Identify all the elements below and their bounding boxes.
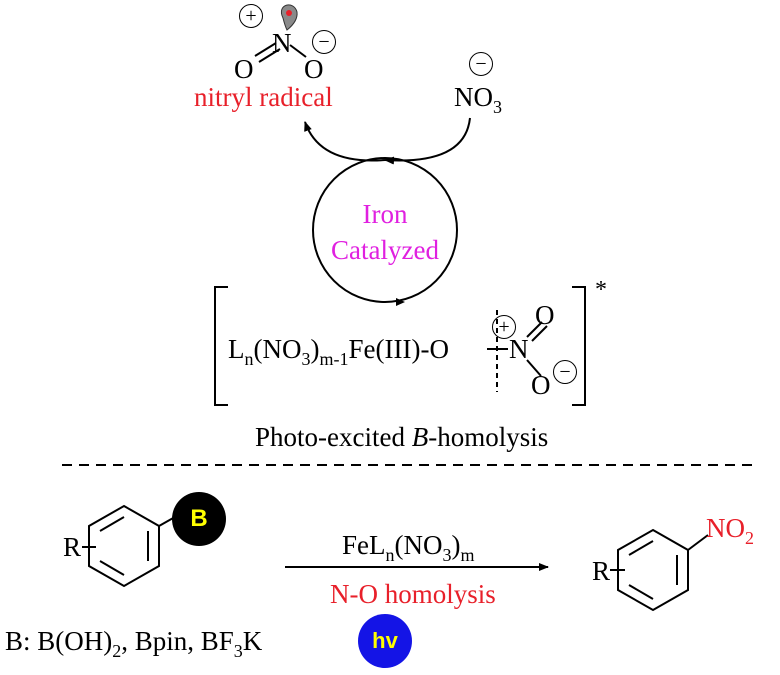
complex-no3-sub: 3 <box>301 349 311 369</box>
complex-n-atom: N <box>509 334 529 364</box>
reagent-3-sub: 3 <box>442 545 452 565</box>
catalysis-line-1: Iron <box>362 199 408 229</box>
complex-m1-sub: m-1 <box>319 349 349 369</box>
nitryl-bonds <box>254 42 307 63</box>
reagent-no3: (NO <box>394 530 443 560</box>
caption-post: -homolysis <box>428 422 549 452</box>
nitryl-o-left: O <box>234 54 254 84</box>
product-no: NO <box>706 513 745 543</box>
complex-nitro-bonds <box>526 321 548 377</box>
legend-sub-2: 3 <box>233 641 243 661</box>
caption-pre: Photo-excited <box>255 422 412 452</box>
complex-fe-o: Fe(III)-O <box>348 334 449 364</box>
boron-badge: B <box>172 492 226 546</box>
cycle-arrowhead <box>396 298 405 306</box>
nitryl-radical-label: nitryl radical <box>194 82 333 112</box>
complex-brackets <box>214 286 586 406</box>
reagent-close: ) <box>451 530 461 560</box>
nitrate-entry-arc <box>384 117 471 165</box>
catalysis-line-2: Catalyzed <box>331 235 439 265</box>
legend-text-3: K <box>242 626 263 656</box>
reagent-m-sub: m <box>460 545 475 565</box>
reagent-formula: FeLn(NO3)m <box>342 530 475 565</box>
condition-label: N-O homolysis <box>330 579 496 609</box>
nitrate-formula: NO3 <box>454 82 502 117</box>
nitrate-minus-charge: − <box>469 52 493 76</box>
complex-minus-charge: − <box>553 360 577 384</box>
nitrate-no: NO <box>454 82 493 112</box>
complex-n-sub: n <box>244 349 254 369</box>
complex-no3-close: ) <box>310 334 320 364</box>
nitryl-minus-charge: − <box>312 30 336 54</box>
product-nitro-group: NO2 <box>706 513 754 548</box>
reactant-benzene-ring <box>82 504 183 588</box>
catalysis-label: Iron Catalyzed <box>313 196 457 268</box>
complex-o-top: O <box>535 300 555 330</box>
nitrate-subscript: 3 <box>493 97 502 117</box>
complex-formula: Ln(NO3)m-1Fe(III)-O <box>228 334 449 369</box>
nitryl-n-atom: N <box>272 28 292 58</box>
reactant-r-group: R <box>63 532 82 562</box>
complex-excited-star: * <box>595 277 607 303</box>
legend-text-1: B: B(OH) <box>5 626 113 656</box>
product-r-group: R <box>592 556 611 586</box>
boron-legend: B: B(OH)2, Bpin, BF3K <box>5 626 263 661</box>
nitryl-release-arc <box>304 121 386 162</box>
legend-text-2: , Bpin, BF <box>121 626 234 656</box>
complex-o-bottom: O <box>531 370 551 400</box>
complex-l: L <box>228 334 245 364</box>
product-2-sub: 2 <box>745 528 754 548</box>
mechanism-caption: Photo-excited B-homolysis <box>255 424 548 451</box>
light-badge: hv <box>358 614 412 668</box>
reagent-fe: FeL <box>342 530 386 560</box>
complex-no3-open: (NO <box>253 334 302 364</box>
legend-sub-1: 2 <box>112 641 122 661</box>
reagent-n-sub: n <box>385 545 395 565</box>
nitryl-o-right: O <box>304 54 324 84</box>
product-benzene-ring <box>610 528 709 612</box>
complex-plus-charge: + <box>492 315 516 339</box>
caption-italic-b: B <box>411 422 429 452</box>
nitryl-plus-charge: + <box>239 4 263 28</box>
radical-electron-icon <box>280 4 298 31</box>
